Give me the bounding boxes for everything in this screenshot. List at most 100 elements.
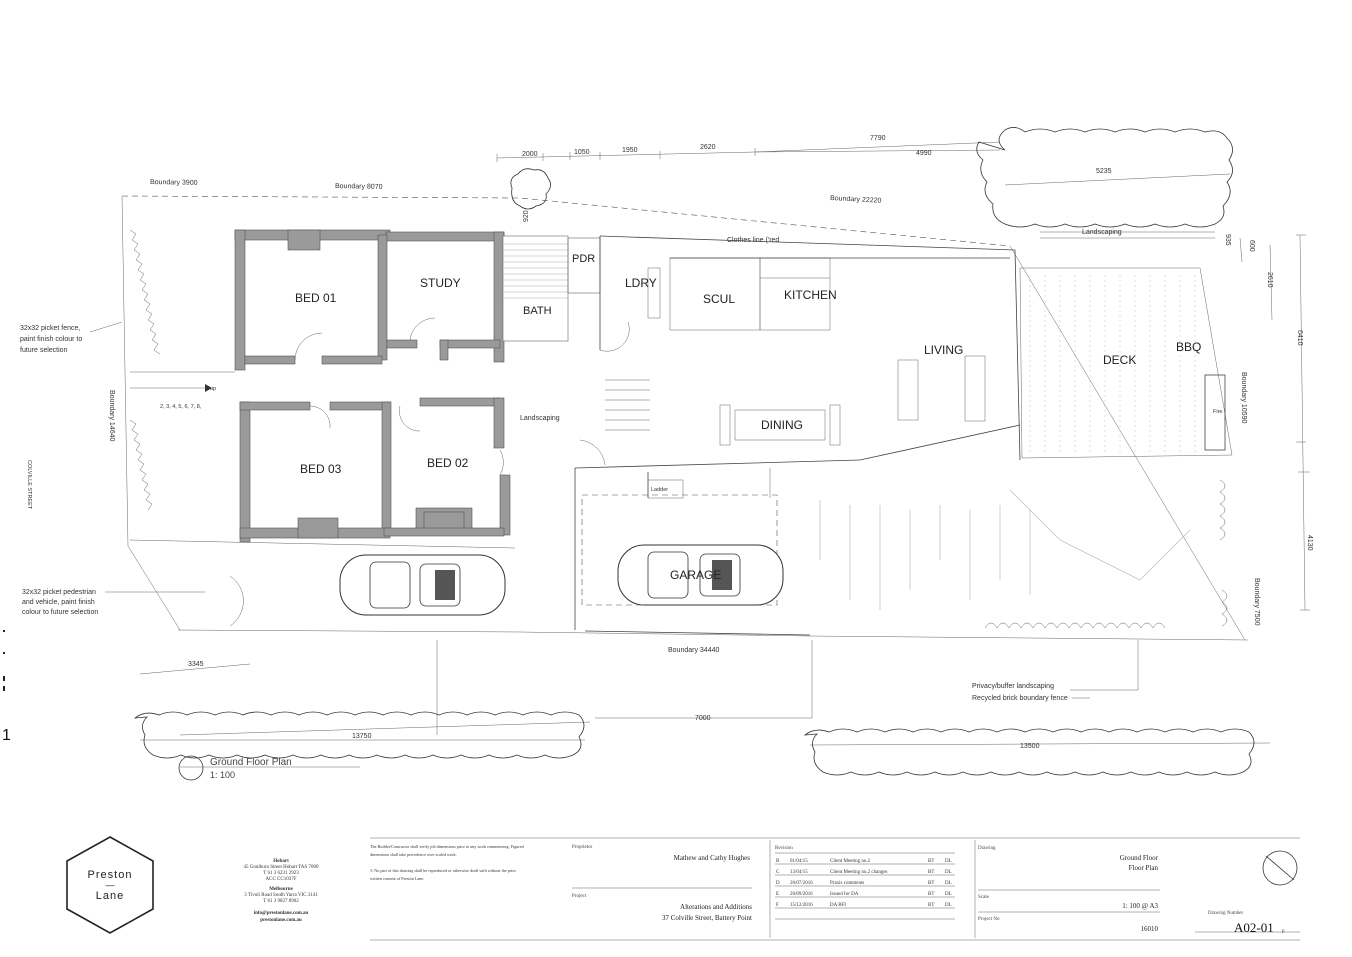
room-deck: DECK [1103,353,1136,367]
landscaping-note-top: Landscaping [1082,229,1122,236]
revision-rev: F [776,903,779,908]
revision-desc: Issued for DA [830,892,859,897]
landscaping-north-strip [1040,231,1215,239]
view-title-text: Ground Floor Plan [210,757,292,768]
revision-by: BT [928,903,934,908]
original-cottage-walls[interactable] [234,229,511,543]
room-bed-02: BED 02 [427,456,469,470]
room-dining: DINING [761,418,803,432]
revision-rev: D [776,881,780,886]
logo-line-3: Lane [96,890,124,902]
revision-row: C 13/04/15 Client Meeting no.2 changes B… [776,870,952,875]
room-kitchen: KITCHEN [784,288,837,302]
view-scale-text: 1: 100 [210,770,235,780]
tree-top [510,168,551,210]
dim-935: 935 [1224,234,1231,246]
bath-hatch [502,235,601,342]
dim-1950: 1950 [622,147,638,154]
picket-fence-note-1: 32x32 picket fence, [20,325,80,332]
revision-chk: DL [945,859,952,864]
dim-4130: 4130 [1306,535,1313,551]
new-wing-walls [574,235,1021,630]
drawing-label: Drawing [978,846,996,851]
view-title [178,755,360,781]
drawing-number-value: A02-01 [1234,920,1274,935]
left-edge-ticks [3,630,5,691]
disclaimer-line-4: written consent of Preston Lane. [370,876,424,881]
dim-6410: 6410 [1296,330,1303,346]
pedestrian-note-3: colour to future selection [22,609,98,616]
revision-desc: DA RFI [830,903,846,908]
revision-date: 26/07/2016 [790,881,813,886]
dim-1050: 1050 [574,149,590,156]
drawing-rev-value: F [1282,930,1285,935]
site-boundaries [121,195,1249,641]
north-arrow [1262,850,1298,886]
revision-desc: Praxis comments [830,881,864,886]
right-dimensions [1239,234,1310,611]
dim-13750: 13750 [352,733,372,740]
boundary-34440-label: Boundary 34440 [668,647,719,654]
hedge-bottom-right [803,728,1255,776]
landscaping-note-mid: Landscaping [520,415,560,422]
project-no-label: Project No [978,917,1000,922]
hedge-bottom-left [133,711,585,759]
boundary-7500-label: Boundary 7500 [1253,578,1260,626]
office-line-8[interactable]: prestonlane.com.au [260,918,302,923]
dim-2000: 2000 [522,151,538,158]
door-swings [229,317,630,627]
office-line-7[interactable]: info@prestonlane.com.au [254,911,309,916]
project-label: Project [572,894,587,899]
privacy-note: Privacy/buffer landscaping [972,683,1054,690]
proprietor-label: Proprietor [572,845,593,850]
deck-area [1019,267,1233,459]
boundary-10590-label: Boundary 10590 [1240,372,1247,423]
revision-by: BT [928,892,934,897]
revision-label: Revision [775,846,793,851]
project-no-value: 16010 [1141,925,1159,933]
ladder-label: Ladder [651,487,668,493]
dim-13500: 13500 [1020,743,1040,750]
dim-2620: 2620 [700,144,716,151]
office-line-0: Hobart [273,859,289,864]
revision-by: BT [928,881,934,886]
room-living: LIVING [924,343,963,357]
office-line-2: T 61 3 6231 2923 [263,871,299,876]
office-line-1: 45 Goulburn Street Hobart TAS 7000 [244,865,319,870]
stair-up-arrow [130,384,212,392]
office-line-4: Melbourne [269,887,293,892]
room-ldry: LDRY [625,276,657,290]
clothes-line-note: Clothes line ('red [727,237,779,244]
revision-row: D 26/07/2016 Praxis comments BT DL [776,881,952,886]
room-garage: GARAGE [670,568,721,582]
revision-by: BT [928,870,934,875]
car-garage [617,544,784,606]
revision-row: F 15/12/2016 DA RFI BT DL [776,903,952,908]
revision-row: E 26/09/2016 Issued for DA BT DL [776,892,952,897]
room-bath: BATH [523,305,552,317]
project-line-2: 37 Colville Street, Battery Point [662,914,752,922]
drawing-line-1: Ground Floor [1120,854,1159,862]
room-bbq: BBQ [1176,340,1201,354]
revision-rev: E [776,892,779,897]
boundary-8070-label: Boundary 8070 [335,183,383,191]
steps-label: 2, 3, 4, 5, 6, 7, 8, [160,404,202,410]
revision-chk: DL [945,892,952,897]
dim-920: 920 [523,210,530,222]
dim-7000: 7000 [695,715,711,722]
landscaping-south [984,479,1228,629]
revision-date: 26/09/2016 [790,892,813,897]
dim-5235: 5235 [1096,168,1112,175]
revision-date: 15/12/2016 [790,903,813,908]
room-pdr: PDR [572,253,595,265]
project-line-1: Alterations and Additions [680,903,752,911]
hedge-top-right [976,127,1233,228]
dim-3345: 3345 [188,661,204,668]
title-block-frame [370,837,1300,941]
proprietor-value: Mathew and Cathy Hughes [674,854,751,862]
street-label: COLVILLE STREET [26,460,32,510]
up-label: up [210,386,216,392]
revision-chk: DL [945,881,952,886]
office-line-3: ACC CC1037F [266,877,297,882]
disclaimer-line-2: dimensions shall take precedence over sc… [370,852,457,857]
